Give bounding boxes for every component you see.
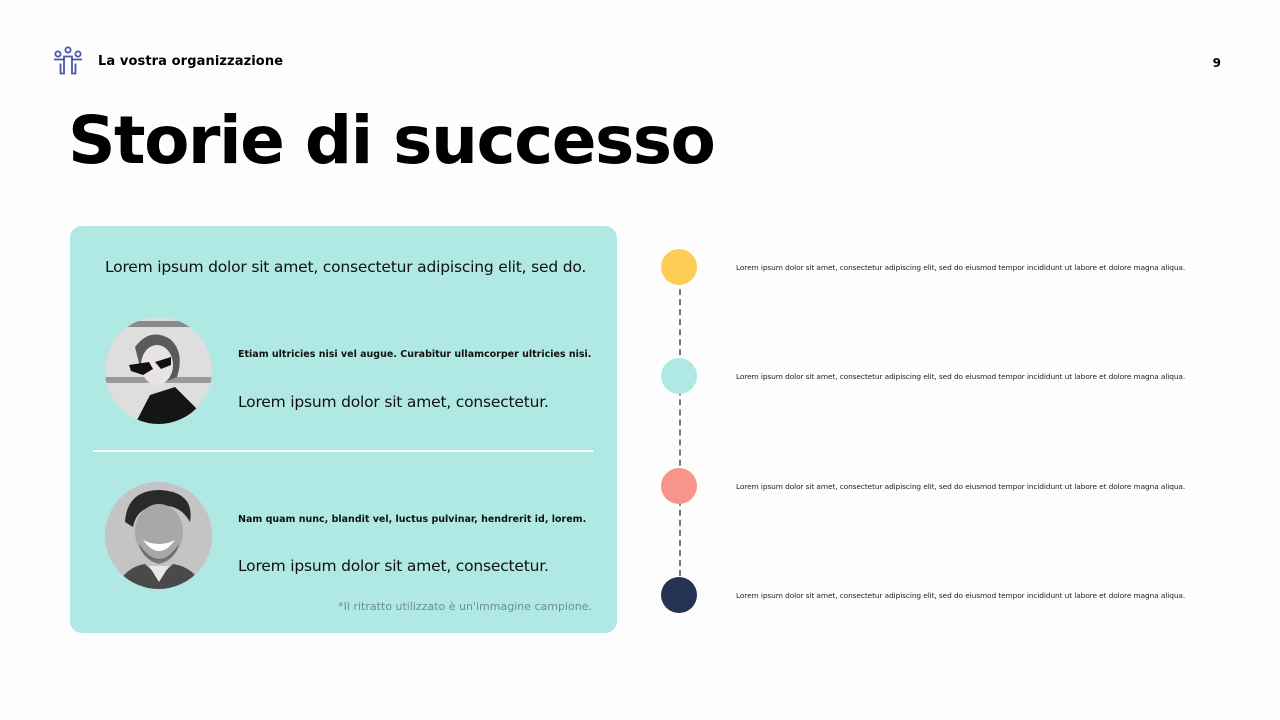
card-intro: Lorem ipsum dolor sit amet, consectetur …: [105, 258, 587, 276]
timeline-item-2: Lorem ipsum dolor sit amet, consectetur …: [660, 358, 1240, 396]
testimonial-description: Lorem ipsum dolor sit amet, consectetur.: [238, 393, 549, 411]
timeline-text: Lorem ipsum dolor sit amet, consectetur …: [736, 591, 1186, 600]
timeline-item-4: Lorem ipsum dolor sit amet, consectetur …: [660, 577, 1240, 615]
timeline-dot-navy: [661, 577, 697, 613]
timeline-item-3: Lorem ipsum dolor sit amet, consectetur …: [660, 468, 1240, 506]
timeline: Lorem ipsum dolor sit amet, consectetur …: [660, 249, 1240, 629]
timeline-text: Lorem ipsum dolor sit amet, consectetur …: [736, 372, 1186, 381]
testimonial-quote: Etiam ultricies nisi vel augue. Curabitu…: [238, 349, 592, 360]
testimonial-description: Lorem ipsum dolor sit amet, consectetur.: [238, 557, 549, 575]
timeline-dot-yellow: [661, 249, 697, 285]
avatar-smiling-man: [105, 482, 212, 589]
timeline-dashed-line: [679, 269, 681, 596]
testimonial-quote: Nam quam nunc, blandit vel, luctus pulvi…: [238, 514, 587, 525]
divider: [93, 450, 593, 452]
timeline-dot-coral: [661, 468, 697, 504]
header: La vostra organizzazione: [52, 46, 283, 76]
portrait-disclaimer: *Il ritratto utilizzato è un'immagine ca…: [338, 600, 592, 613]
success-stories-card: Lorem ipsum dolor sit amet, consectetur …: [70, 226, 617, 633]
team-people-icon: [52, 46, 84, 76]
timeline-text: Lorem ipsum dolor sit amet, consectetur …: [736, 263, 1186, 272]
timeline-item-1: Lorem ipsum dolor sit amet, consectetur …: [660, 249, 1240, 287]
testimonial-1: Etiam ultricies nisi vel augue. Curabitu…: [105, 317, 605, 425]
avatar-woman-sunglasses: [105, 317, 212, 424]
timeline-dot-teal: [661, 358, 697, 394]
organization-name: La vostra organizzazione: [98, 53, 284, 69]
timeline-text: Lorem ipsum dolor sit amet, consectetur …: [736, 482, 1186, 491]
page-title: Storie di successo: [68, 102, 716, 179]
testimonial-2: Nam quam nunc, blandit vel, luctus pulvi…: [105, 482, 605, 590]
page-number: 9: [1212, 56, 1221, 70]
